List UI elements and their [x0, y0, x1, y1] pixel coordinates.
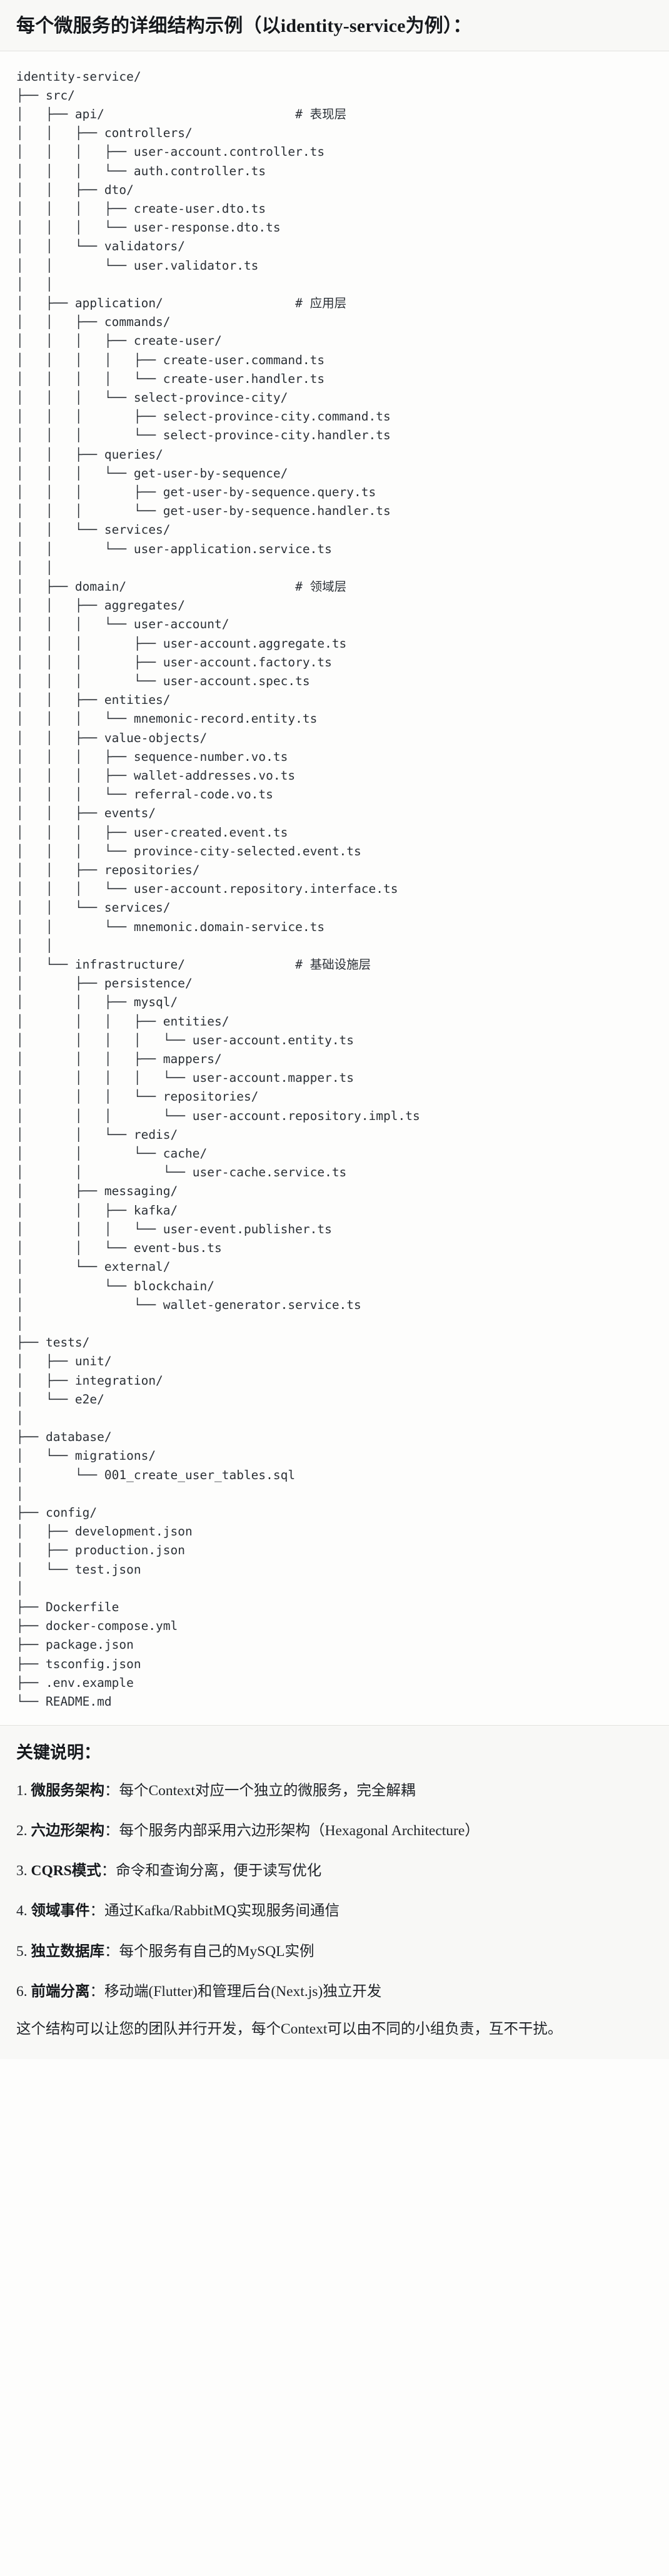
note-term: 领域事件	[31, 1903, 90, 1920]
note-term: 前端分离	[31, 1983, 90, 2000]
list-item: 2. 六边形架构：每个服务内部采用六边形架构（Hexagonal Archite…	[16, 1820, 653, 1841]
key-notes-heading: 关键说明：	[16, 1743, 101, 1763]
note-term: 微服务架构	[31, 1783, 105, 1800]
list-item: 1. 微服务架构：每个Context对应一个独立的微服务，完全解耦	[16, 1780, 653, 1801]
note-separator: ：	[101, 1863, 116, 1880]
note-description: 命令和查询分离，便于读写优化	[116, 1863, 322, 1880]
document-page: 每个微服务的详细结构示例（以identity-service为例）： ident…	[0, 0, 669, 2059]
key-notes-list: 1. 微服务架构：每个Context对应一个独立的微服务，完全解耦 2. 六边形…	[16, 1780, 653, 2002]
note-term: CQRS模式	[31, 1863, 101, 1880]
page-title: 每个微服务的详细结构示例（以identity-service为例）：	[16, 16, 472, 36]
note-description: 通过Kafka/RabbitMQ实现服务间通信	[104, 1903, 340, 1920]
note-term: 独立数据库	[31, 1943, 105, 1960]
note-separator: ：	[104, 1783, 119, 1800]
note-term: 六边形架构	[31, 1823, 105, 1840]
closing-paragraph: 这个结构可以让您的团队并行开发，每个Context可以由不同的小组负责，互不干扰…	[16, 2020, 563, 2037]
list-item: 6. 前端分离：移动端(Flutter)和管理后台(Next.js)独立开发	[16, 1981, 653, 2002]
note-number: 6.	[16, 1983, 28, 2000]
note-description: 每个Context对应一个独立的微服务，完全解耦	[119, 1783, 416, 1800]
directory-tree: identity-service/ ├── src/ │ ├── api/ # …	[16, 69, 420, 1709]
note-description: 移动端(Flutter)和管理后台(Next.js)独立开发	[104, 1983, 382, 2000]
note-separator: ：	[89, 1903, 105, 1920]
key-notes-section: 关键说明： 1. 微服务架构：每个Context对应一个独立的微服务，完全解耦 …	[0, 1725, 669, 2059]
note-number: 2.	[16, 1823, 28, 1840]
list-item: 3. CQRS模式：命令和查询分离，便于读写优化	[16, 1860, 653, 1881]
note-number: 5.	[16, 1943, 28, 1960]
note-description: 每个服务内部采用六边形架构（Hexagonal Architecture）	[119, 1823, 480, 1840]
note-number: 3.	[16, 1863, 28, 1880]
note-number: 1.	[16, 1783, 28, 1800]
note-separator: ：	[89, 1983, 105, 2000]
note-description: 每个服务有自己的MySQL实例	[119, 1943, 314, 1960]
title-section: 每个微服务的详细结构示例（以identity-service为例）：	[0, 0, 669, 51]
note-separator: ：	[104, 1823, 119, 1840]
directory-tree-block: identity-service/ ├── src/ │ ├── api/ # …	[0, 51, 669, 1726]
note-separator: ：	[104, 1943, 119, 1960]
list-item: 4. 领域事件：通过Kafka/RabbitMQ实现服务间通信	[16, 1900, 653, 1922]
list-item: 5. 独立数据库：每个服务有自己的MySQL实例	[16, 1941, 653, 1962]
note-number: 4.	[16, 1903, 28, 1920]
